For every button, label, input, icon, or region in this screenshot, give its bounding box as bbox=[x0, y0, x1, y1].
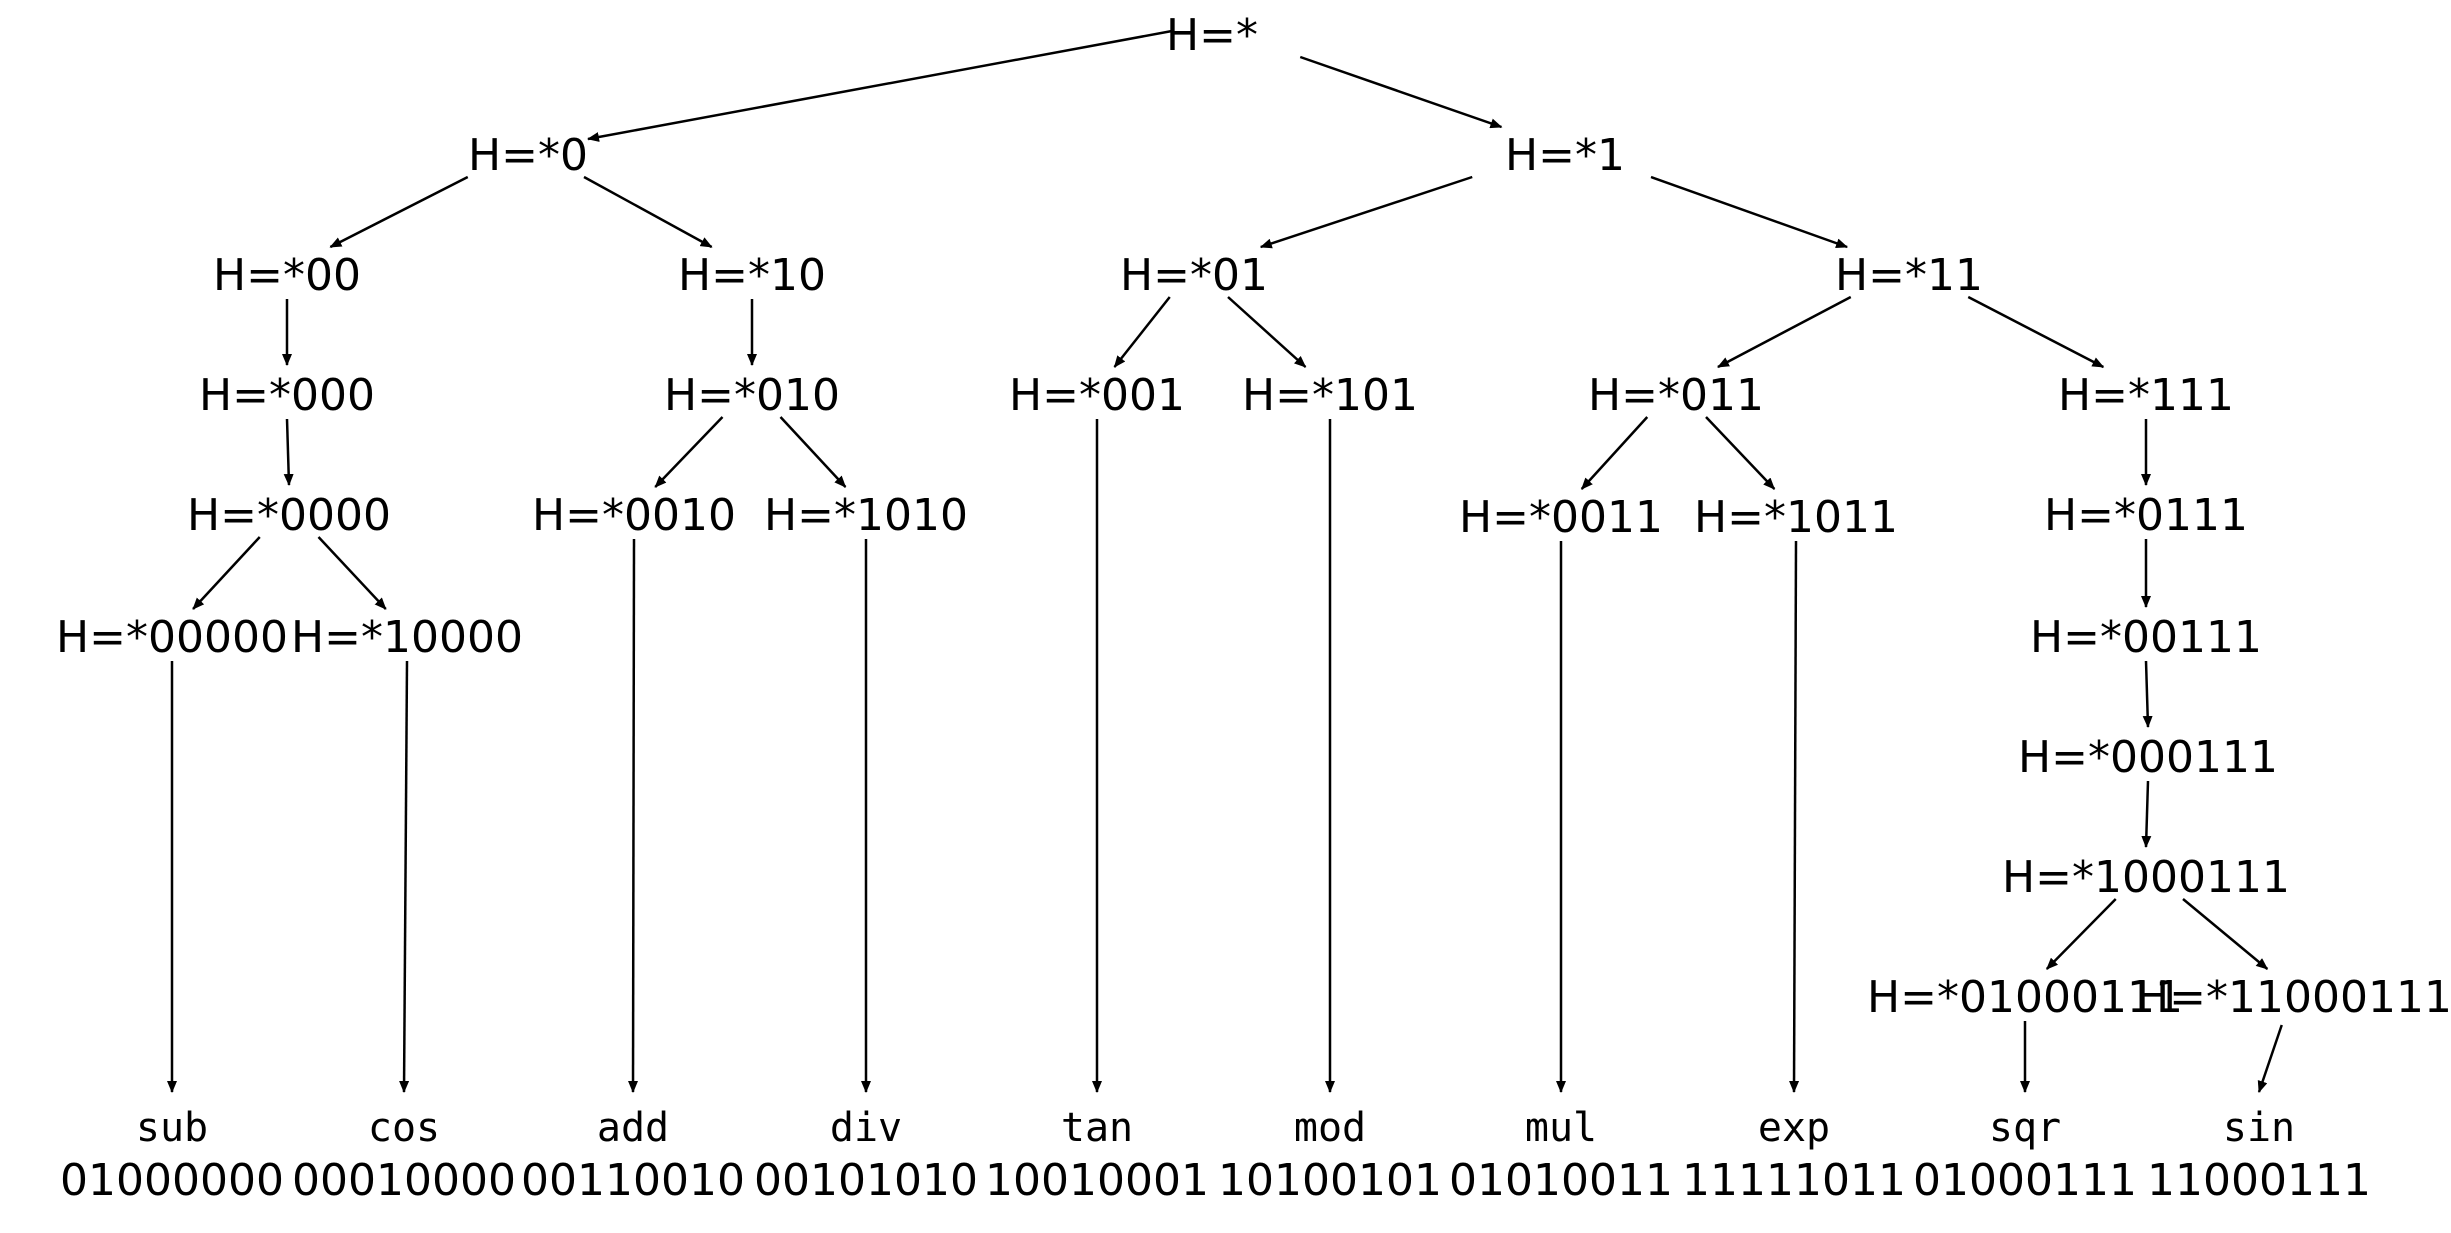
edge-n01-to-n001 bbox=[1113, 296, 1171, 368]
edge-n01-to-n101 bbox=[1227, 296, 1307, 368]
leaf-code-tan: 10010001 bbox=[985, 1155, 1209, 1206]
edge-n010-to-n0010 bbox=[654, 416, 724, 488]
tree-node-n0000: H=*0000 bbox=[187, 490, 391, 541]
edge-n10000-to-cos bbox=[399, 660, 410, 1093]
leaf-code-add: 00110010 bbox=[521, 1155, 745, 1206]
edge-root-to-n0 bbox=[587, 29, 1173, 142]
tree-node-n00: H=*00 bbox=[213, 250, 361, 301]
leaf-name-mod: mod bbox=[1294, 1105, 1366, 1151]
edge-n1011-to-exp bbox=[1789, 540, 1800, 1093]
leaf-code-mul: 01010011 bbox=[1449, 1155, 1673, 1206]
edge-n000-to-n0000 bbox=[283, 418, 294, 486]
leaf-code-sin: 11000111 bbox=[2147, 1155, 2371, 1206]
leaf-code-sub: 01000000 bbox=[60, 1155, 284, 1206]
tree-node-n011: H=*011 bbox=[1588, 370, 1764, 421]
edge-n1-to-n01 bbox=[1259, 175, 1473, 249]
leaf-name-mul: mul bbox=[1525, 1105, 1597, 1151]
edge-n1000111-to-n01000111 bbox=[2045, 898, 2117, 970]
tree-node-n0010: H=*0010 bbox=[532, 490, 736, 541]
tree-node-n00111: H=*00111 bbox=[2030, 612, 2262, 663]
tree-node-n11000111: H=*11000111 bbox=[2136, 972, 2451, 1023]
edge-n0000-to-n00000 bbox=[192, 536, 261, 610]
edge-n11000111-to-sin bbox=[2257, 1024, 2283, 1093]
tree-node-n1011: H=*1011 bbox=[1694, 492, 1898, 543]
edge-n1000111-to-n11000111 bbox=[2182, 898, 2269, 970]
leaf-name-div: div bbox=[830, 1105, 902, 1151]
edge-n11-to-n011 bbox=[1717, 295, 1852, 369]
tree-node-n0: H=*0 bbox=[468, 130, 588, 181]
tree-node-n101: H=*101 bbox=[1242, 370, 1418, 421]
leaf-code-exp: 11111011 bbox=[1682, 1155, 1906, 1206]
leaf-code-mod: 10100101 bbox=[1218, 1155, 1442, 1206]
edge-n0000-to-n10000 bbox=[317, 536, 387, 610]
leaf-name-tan: tan bbox=[1061, 1105, 1133, 1151]
edge-n11-to-n111 bbox=[1967, 295, 2105, 369]
tree-node-n0111: H=*0111 bbox=[2044, 490, 2248, 541]
leaf-code-cos: 00010000 bbox=[292, 1155, 516, 1206]
tree-node-n1: H=*1 bbox=[1505, 130, 1625, 181]
edge-n0-to-n00 bbox=[329, 175, 469, 249]
edge-root-to-n1 bbox=[1299, 55, 1503, 129]
tree-node-n000: H=*000 bbox=[199, 370, 375, 421]
tree-node-n010: H=*010 bbox=[664, 370, 840, 421]
tree-node-n1000111: H=*1000111 bbox=[2002, 852, 2290, 903]
tree-node-n0011: H=*0011 bbox=[1459, 492, 1663, 543]
tree-node-n001: H=*001 bbox=[1009, 370, 1185, 421]
leaf-name-sin: sin bbox=[2223, 1105, 2295, 1151]
leaf-name-sqr: sqr bbox=[1989, 1105, 2061, 1151]
edge-n00111-to-n000111 bbox=[2142, 660, 2153, 728]
tree-node-n111: H=*111 bbox=[2058, 370, 2234, 421]
tree-node-n00000: H=*00000 bbox=[56, 612, 288, 663]
edge-n010-to-n1010 bbox=[779, 416, 847, 488]
tree-edges bbox=[167, 29, 2283, 1093]
edge-n0010-to-add bbox=[628, 538, 639, 1093]
edge-n0-to-n10 bbox=[583, 175, 713, 249]
tree-node-n01: H=*01 bbox=[1120, 250, 1268, 301]
tree-node-n01000111: H=*01000111 bbox=[1867, 972, 2183, 1023]
leaf-name-cos: cos bbox=[368, 1105, 440, 1151]
leaf-name-sub: sub bbox=[136, 1105, 208, 1151]
tree-node-n10000: H=*10000 bbox=[291, 612, 523, 663]
edge-n000111-to-n1000111 bbox=[2141, 780, 2152, 848]
leaf-code-div: 00101010 bbox=[754, 1155, 978, 1206]
tree-node-n11: H=*11 bbox=[1835, 250, 1983, 301]
tree-node-n1010: H=*1010 bbox=[764, 490, 968, 541]
leaf-code-sqr: 01000111 bbox=[1913, 1155, 2137, 1206]
tree-node-n10: H=*10 bbox=[678, 250, 826, 301]
leaf-name-add: add bbox=[597, 1105, 669, 1151]
tree-node-n000111: H=*000111 bbox=[2018, 732, 2278, 783]
edge-n011-to-n1011 bbox=[1705, 416, 1776, 490]
leaf-name-exp: exp bbox=[1758, 1105, 1830, 1151]
tree-node-root: H=* bbox=[1166, 10, 1258, 61]
edge-n1-to-n11 bbox=[1650, 175, 1849, 249]
edge-n011-to-n0011 bbox=[1580, 416, 1649, 490]
